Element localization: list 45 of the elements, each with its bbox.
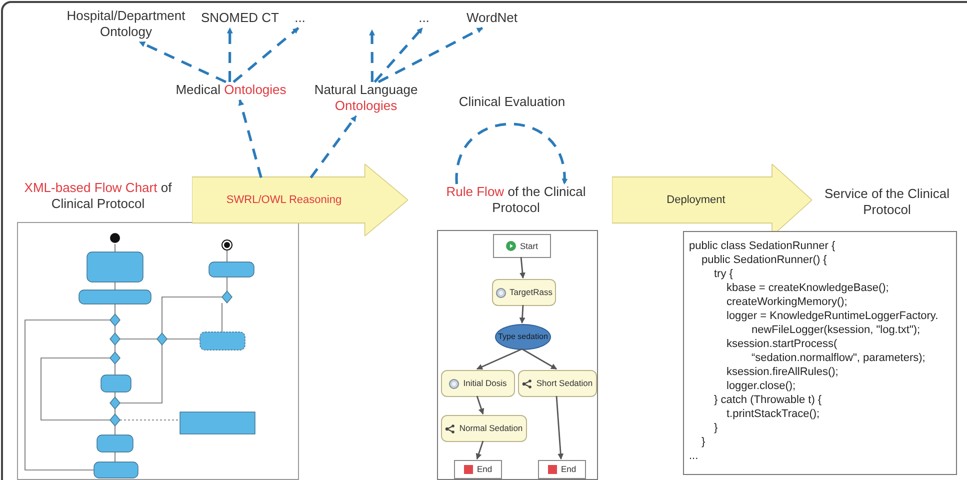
start-node (493, 234, 551, 258)
node-label: Short Sedation (536, 377, 593, 390)
text-label: Hospital/Department Ontology (58, 8, 194, 42)
arrow (520, 256, 526, 279)
arrow (522, 348, 558, 370)
arrow (556, 396, 564, 460)
arrow (476, 348, 522, 370)
arrow (238, 99, 262, 178)
arrow (476, 440, 484, 460)
text-label: ... (292, 10, 308, 28)
node-label: Initial Dosis (463, 377, 507, 390)
task-box (441, 370, 515, 397)
text-label: XML-based Flow Chart of Clinical Protocol (12, 180, 184, 216)
end-node (454, 460, 502, 479)
node-label: Normal Sedation (459, 422, 523, 435)
text-label: Rule Flow of the Clinical Protocol (438, 184, 594, 220)
node-label: End (560, 463, 576, 476)
code-block: public class SedationRunner { public SedationRunner() { try { kbase = createKnowledgeBase(); createWorkingMemory(); logger = KnowledgeRuntimeLoggerFactory. newFileLogger(ksession, "log.txt"); ksession.startProcess( “sedation.normalflow", parameters); ksession.fireAllRules(); logger.close(); } catch (Throwable t) { t.printStackTrace(); } } ... (683, 231, 957, 475)
subprocess-box (518, 370, 597, 397)
text-label: WordNet (460, 10, 524, 28)
subprocess-box (441, 415, 527, 442)
task-box (492, 279, 556, 306)
arrow (378, 26, 483, 84)
screenshot-panel (437, 230, 598, 480)
arrow (232, 27, 300, 83)
node-label: TargetRass (510, 286, 552, 299)
arrow (455, 122, 568, 185)
end-node (538, 460, 586, 479)
decision-ellipse: Type sedation (495, 324, 551, 350)
arrow (374, 27, 424, 83)
arrow (310, 115, 358, 178)
arrow (476, 396, 484, 415)
text-label: SNOMED CT (194, 10, 286, 28)
arrow-label: SWRL/OWL Reasoning (226, 192, 343, 208)
arrow (519, 304, 526, 324)
node-label: End (476, 463, 492, 476)
text-label: Natural Language Ontologies (304, 82, 428, 116)
arrow (139, 40, 226, 84)
text-label: Medical Ontologies (168, 82, 294, 100)
arrow-label: Deployment (666, 192, 726, 208)
arrow (226, 27, 233, 82)
arrow (369, 29, 376, 82)
text-label: ... (416, 10, 432, 28)
node-label: Start (520, 240, 538, 252)
text-label: Service of the Clinical Protocol (810, 186, 964, 222)
